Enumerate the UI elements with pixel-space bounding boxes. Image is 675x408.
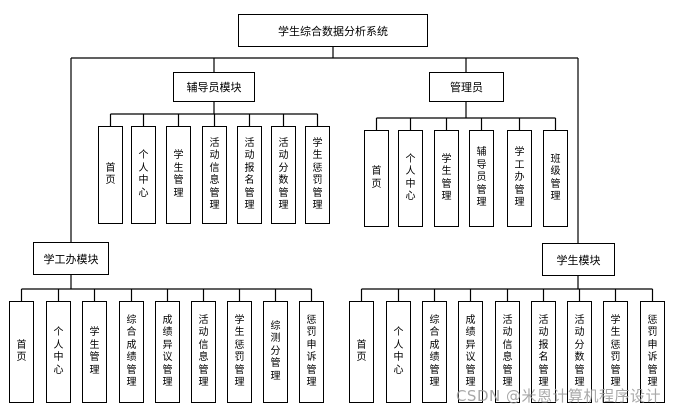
leaf-label: 个人中心: [393, 327, 404, 376]
leaf-label: 学生惩罚管理: [234, 314, 245, 389]
leaf-label: 学生管理: [173, 150, 184, 199]
leaf-label: 首页: [105, 162, 116, 187]
leaf-label: 学生管理: [441, 153, 452, 203]
module-counselor: 辅导员模块: [173, 72, 255, 102]
leaf-student-3: 成绩异议管理: [458, 301, 483, 403]
root-label: 学生综合数据分析系统: [278, 24, 388, 38]
leaf-admin-0: 首页: [364, 130, 389, 227]
leaf-office-1: 个人中心: [46, 301, 71, 403]
leaf-office-8: 惩罚申诉管理: [299, 301, 324, 403]
leaf-counselor-3: 活动信息管理: [202, 126, 227, 224]
leaf-student-7: 学生惩罚管理: [603, 301, 628, 403]
leaf-label: 综合成绩管理: [126, 314, 137, 389]
leaf-office-7: 综测分管理: [263, 301, 288, 403]
leaf-label: 惩罚申诉管理: [306, 314, 317, 389]
leaf-label: 辅导员管理: [476, 147, 487, 209]
leaf-office-6: 学生惩罚管理: [227, 301, 252, 403]
leaf-label: 活动分数管理: [278, 137, 289, 212]
leaf-admin-5: 班级管理: [543, 130, 568, 227]
leaf-admin-1: 个人中心: [398, 130, 423, 227]
leaf-label: 学生惩罚管理: [312, 137, 323, 212]
leaf-label: 首页: [356, 339, 367, 364]
module-admin: 管理员: [429, 72, 504, 102]
leaf-label: 活动报名管理: [244, 137, 255, 212]
module-office-label: 学工办模块: [43, 252, 99, 266]
leaf-label: 活动分数管理: [574, 314, 585, 389]
leaf-label: 个人中心: [138, 150, 149, 199]
leaf-label: 活动信息管理: [198, 314, 209, 389]
leaf-label: 个人中心: [53, 327, 64, 376]
leaf-label: 首页: [371, 166, 382, 190]
leaf-label: 活动信息管理: [502, 314, 513, 389]
watermark: CSDN @米恩计算机程序设计: [455, 387, 661, 405]
module-office: 学工办模块: [33, 242, 109, 275]
leaf-student-8: 惩罚申诉管理: [640, 301, 665, 403]
leaf-label: 综合成绩管理: [429, 314, 440, 389]
leaf-counselor-2: 学生管理: [166, 126, 191, 224]
leaf-label: 综测分管理: [270, 320, 281, 382]
leaf-office-0: 首页: [9, 301, 34, 403]
leaf-counselor-1: 个人中心: [131, 126, 156, 224]
leaf-counselor-4: 活动报名管理: [237, 126, 262, 224]
leaf-label: 学生惩罚管理: [610, 314, 621, 389]
leaf-label: 活动信息管理: [209, 137, 220, 212]
leaf-counselor-0: 首页: [98, 126, 123, 224]
leaf-label: 成绩异议管理: [465, 314, 476, 389]
leaf-admin-3: 辅导员管理: [469, 130, 494, 227]
leaf-student-6: 活动分数管理: [567, 301, 592, 403]
module-student-label: 学生模块: [556, 253, 601, 267]
leaf-admin-4: 学工办管理: [507, 130, 532, 227]
leaf-student-1: 个人中心: [386, 301, 411, 403]
leaf-office-2: 学生管理: [82, 301, 107, 403]
leaf-counselor-6: 学生惩罚管理: [305, 126, 330, 224]
leaf-label: 惩罚申诉管理: [647, 314, 658, 389]
leaf-student-5: 活动报名管理: [531, 301, 556, 403]
leaf-label: 个人中心: [405, 153, 416, 203]
module-admin-label: 管理员: [450, 81, 483, 94]
module-counselor-label: 辅导员模块: [186, 81, 242, 94]
leaf-office-4: 成绩异议管理: [155, 301, 180, 403]
leaf-label: 成绩异议管理: [162, 314, 173, 389]
leaf-office-3: 综合成绩管理: [119, 301, 144, 403]
root-node: 学生综合数据分析系统: [238, 14, 428, 47]
leaf-label: 首页: [16, 339, 27, 364]
leaf-label: 班级管理: [550, 153, 561, 203]
leaf-student-4: 活动信息管理: [495, 301, 520, 403]
leaf-label: 学工办管理: [514, 147, 525, 209]
leaf-admin-2: 学生管理: [434, 130, 459, 227]
leaf-label: 学生管理: [89, 327, 100, 376]
leaf-label: 活动报名管理: [538, 314, 549, 389]
leaf-student-2: 综合成绩管理: [422, 301, 447, 403]
module-student: 学生模块: [542, 243, 615, 276]
leaf-office-5: 活动信息管理: [191, 301, 216, 403]
leaf-student-0: 首页: [349, 301, 374, 403]
leaf-counselor-5: 活动分数管理: [271, 126, 296, 224]
